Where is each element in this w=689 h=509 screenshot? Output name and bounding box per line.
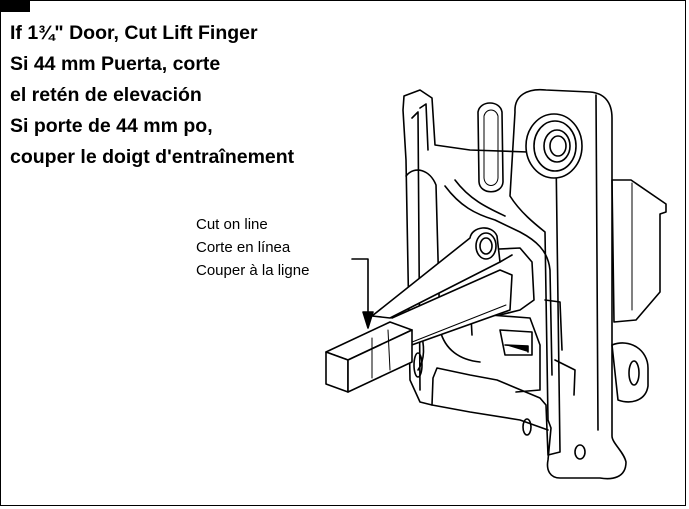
square-shaft	[325, 321, 413, 393]
instruction-heading: If 1¾" Door, Cut Lift Finger Si 44 mm Pu…	[10, 18, 294, 173]
callout-line-spanish: Corte en línea	[196, 239, 291, 256]
callout-line-english: Cut on line	[196, 216, 268, 233]
heading-line-french-2: couper le doigt d'entraînement	[10, 146, 295, 168]
heading-line-french-1: Si porte de 44 mm po,	[10, 115, 213, 137]
callout-leader-arrow	[351, 258, 374, 329]
heading-line-english: If 1¾" Door, Cut Lift Finger	[10, 22, 258, 44]
side-tab	[611, 179, 667, 323]
base-flange	[431, 404, 549, 431]
slotted-hole	[477, 102, 504, 193]
lower-mounting-ear	[611, 342, 649, 403]
heading-line-spanish-2: el retén de elevación	[10, 84, 202, 106]
spindle-hub	[525, 113, 583, 179]
panel-corner-tab	[0, 0, 30, 12]
lift-finger	[371, 227, 513, 353]
bottom-hole	[574, 444, 586, 460]
cut-line-callout: Cut on line Corte en línea Couper à la l…	[196, 213, 309, 282]
callout-line-french: Couper à la ligne	[196, 262, 310, 279]
latch-front-plate	[509, 88, 627, 480]
heading-line-spanish-1: Si 44 mm Puerta, corte	[10, 53, 221, 75]
